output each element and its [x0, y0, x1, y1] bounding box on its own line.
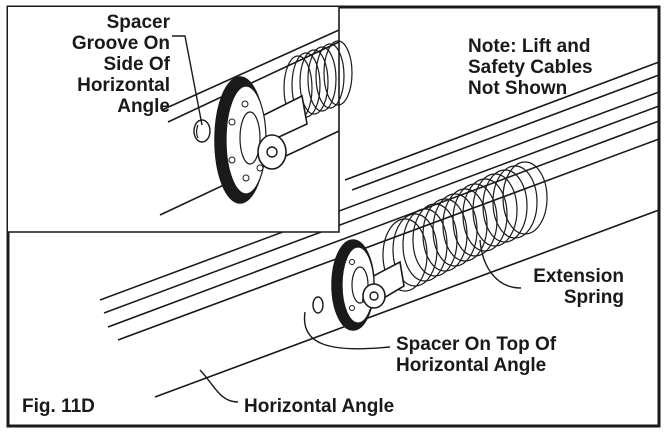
- callout-horizontal-angle: Horizontal Angle: [244, 396, 395, 417]
- leader-lines: [172, 35, 522, 403]
- inset-callout-spacer-groove: Spacer Groove On Side Of Horizontal Angl…: [71, 12, 170, 117]
- main-pulley: [312, 239, 405, 331]
- inset-frame: [8, 7, 340, 233]
- callout-spacer-on-top: Spacer On Top Of Horizontal Angle: [396, 334, 557, 376]
- callout-extension-spring: Extension Spring: [533, 266, 624, 308]
- main-horizontal-angle: [99, 61, 660, 398]
- figure-label: Fig. 11D: [22, 396, 95, 417]
- note-cables-not-shown: Note: Lift and Safety Cables Not Shown: [468, 36, 593, 99]
- inset-pulley: [193, 76, 308, 204]
- main-extension-spring: [382, 161, 548, 292]
